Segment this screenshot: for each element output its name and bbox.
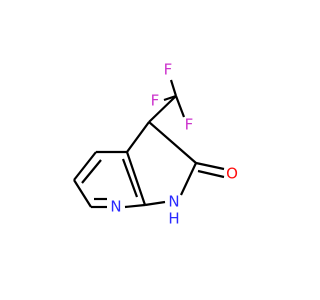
molecule-diagram: F F F O N N H (73, 61, 238, 228)
structure-drawing: F F F O N N H (73, 61, 238, 228)
atom-f-top: F (164, 61, 173, 79)
bond-c4-c5-a (73, 151, 97, 181)
bond-n1-c7a (144, 200, 166, 207)
atom-f-right: F (185, 116, 194, 134)
atom-n-h-n: N (168, 193, 179, 211)
atom-f-left: F (151, 92, 160, 110)
atom-o: O (226, 165, 238, 183)
bond-c5-c6 (73, 179, 92, 208)
bond-c2-o-a (195, 161, 225, 171)
bond-cf3-f-right (174, 95, 186, 118)
atom-labels: F F F O N N H (110, 61, 238, 228)
bond-cf3-c3 (148, 95, 177, 123)
bond-c4-c5-b (81, 159, 102, 184)
bond-c2-o-b (197, 169, 225, 179)
bond-c7a-c3a (125, 151, 147, 206)
bonds (73, 79, 225, 209)
bond-c2-n1 (180, 162, 197, 196)
bond-cf3-f-top (169, 79, 178, 97)
atom-n-pyridine: N (110, 198, 121, 216)
bond-c3-c3a (126, 121, 150, 153)
bond-n7-c7a (124, 203, 146, 209)
atom-n-h-h: H (168, 210, 179, 228)
bond-c7a-c3a-inner (121, 158, 139, 198)
bond-c3-c2 (148, 121, 197, 164)
